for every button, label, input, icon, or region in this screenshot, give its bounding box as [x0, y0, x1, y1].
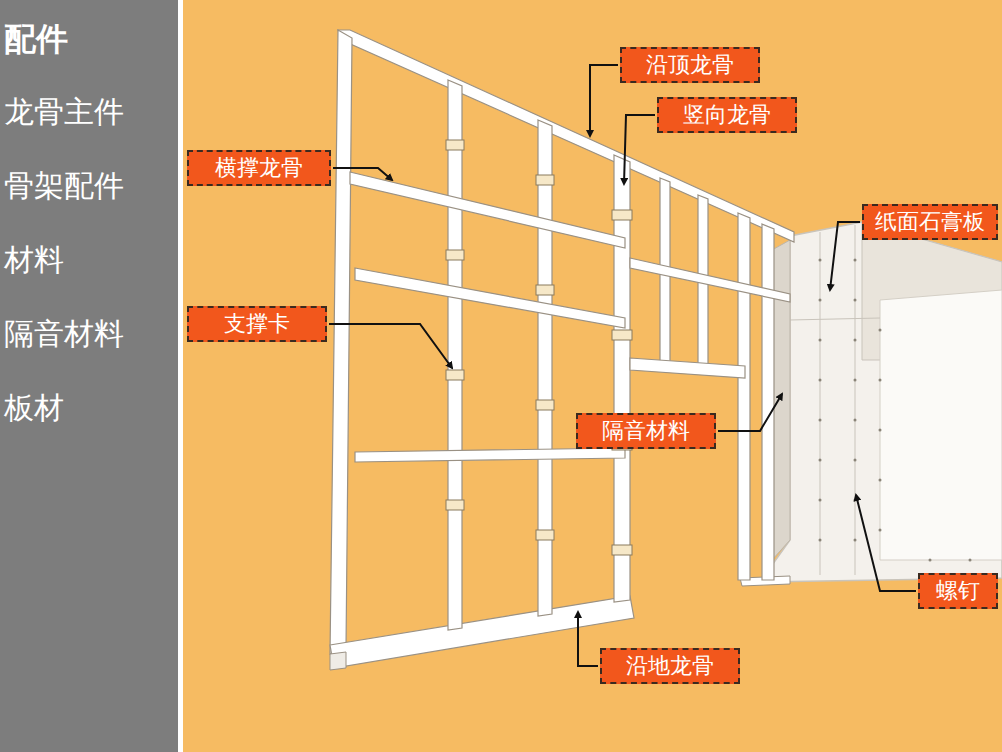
- callout-text: 横撑龙骨: [215, 157, 303, 179]
- callout-text: 沿地龙骨: [626, 655, 714, 677]
- callout-box: 竖向龙骨: [657, 97, 797, 133]
- callout-box: 隔音材料: [576, 413, 716, 449]
- sidebar-item: 材料: [4, 240, 64, 281]
- callout-text: 隔音材料: [602, 420, 690, 442]
- sidebar-item: 龙骨主件: [4, 92, 124, 133]
- callout-text: 竖向龙骨: [683, 104, 771, 126]
- leader-line: [578, 612, 598, 666]
- callout-text: 螺钉: [936, 580, 980, 602]
- callout-box: 沿顶龙骨: [620, 47, 760, 83]
- callout-text: 支撑卡: [224, 313, 290, 335]
- leader-line: [329, 324, 452, 368]
- callout-text: 沿顶龙骨: [646, 54, 734, 76]
- callout-box: 横撑龙骨: [187, 150, 331, 186]
- sidebar-item: 骨架配件: [4, 166, 124, 207]
- leader-line: [333, 168, 392, 180]
- leader-line: [718, 394, 782, 431]
- sidebar-item: 板材: [4, 388, 64, 429]
- callout-box: 支撑卡: [187, 306, 327, 342]
- leader-line: [856, 495, 916, 591]
- sidebar-heading: 配件: [4, 18, 68, 62]
- callout-text: 纸面石膏板: [875, 211, 985, 233]
- callout-box: 沿地龙骨: [600, 648, 740, 684]
- leader-line: [624, 115, 655, 184]
- leader-line: [830, 222, 860, 290]
- callout-box: 纸面石膏板: [862, 204, 998, 240]
- leader-line: [590, 65, 618, 136]
- sidebar-item: 隔音材料: [4, 314, 124, 355]
- callout-box: 螺钉: [918, 573, 998, 609]
